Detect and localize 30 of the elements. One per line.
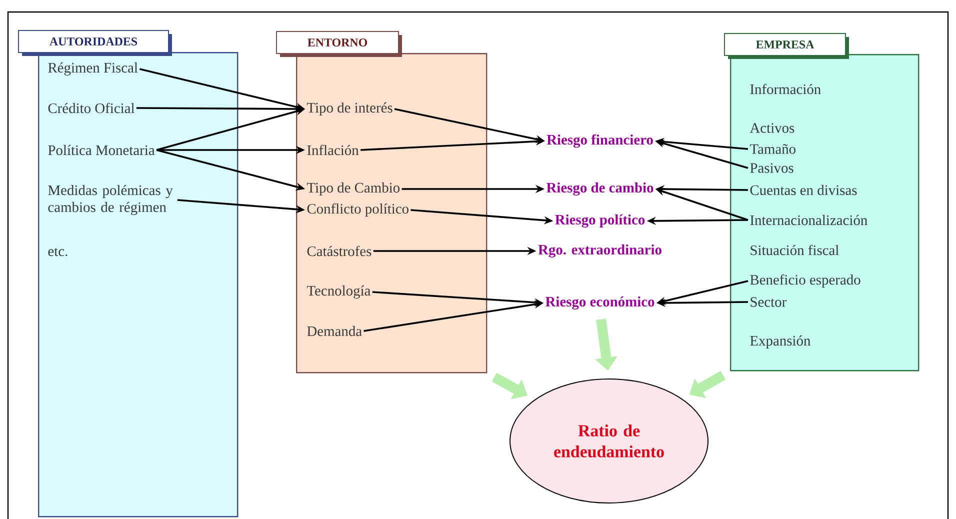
item-text: Tamaño [750, 144, 796, 154]
item-text: Internacionalización [750, 214, 868, 226]
item-text: Catástrofes [307, 246, 372, 256]
heading-tab: EMPRESA [724, 33, 849, 59]
item-text: Política Monetaria [48, 144, 155, 156]
item-text: Expansión [750, 335, 810, 349]
item-text: Situación fiscal [750, 244, 839, 256]
item-text: Beneficio esperado [750, 274, 860, 288]
risk-text: Riesgo económico [546, 296, 654, 310]
item-text: Tecnología [306, 285, 370, 299]
item-text: Información [750, 84, 821, 94]
heading-tab: AUTORIDADES [18, 30, 172, 56]
heading-tab: ENTORNO [276, 31, 402, 57]
risk-text: Riesgo financiero [546, 134, 653, 148]
item-text: Conflicto político [307, 203, 408, 217]
item-text: Activos [750, 123, 794, 133]
item-text: etc. [48, 248, 68, 256]
item-text: Sector [750, 297, 786, 307]
risk-text: Rgo. extraordinario [538, 244, 662, 258]
item-text: Inflación [307, 144, 359, 156]
item-text: Pasivos [750, 163, 794, 173]
item-text: Demanda [307, 326, 362, 336]
item-text: Medidas polémicas y cambios de régimen [48, 184, 173, 216]
item-text: Tipo de Cambio [306, 182, 400, 196]
item-text: Tipo de interés [306, 102, 392, 116]
item-text: Cuentas en divisas [750, 184, 857, 196]
item-text: Régimen Fiscal [48, 62, 138, 76]
item-text: Crédito Oficial [48, 102, 134, 114]
risk-text: Riesgo político [555, 214, 645, 228]
risk-text: Riesgo de cambio [546, 182, 654, 196]
